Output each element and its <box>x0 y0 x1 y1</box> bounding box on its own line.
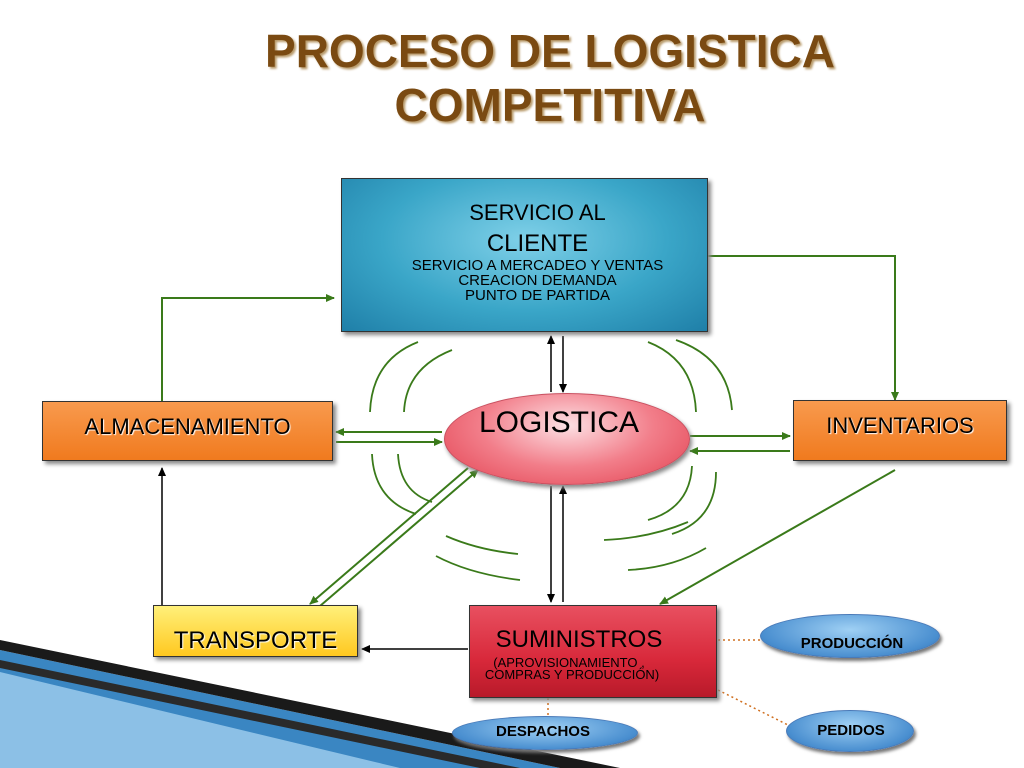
servicio-al-cliente-box <box>341 178 708 332</box>
despachos-label: DESPACHOS <box>496 723 590 740</box>
servicio-sub-line-1: SERVICIO A MERCADEO Y VENTAS <box>411 257 664 274</box>
decorative-arcs <box>369 339 733 581</box>
produccion-label: PRODUCCIÓN <box>800 635 904 652</box>
logistica-ellipse <box>444 393 690 485</box>
servicio-sub-line-2: CREACION DEMANDA <box>458 272 617 289</box>
despachos-ellipse <box>452 716 638 750</box>
pedidos-label: PEDIDOS <box>817 722 885 739</box>
arrow-servicio-inventarios <box>708 255 899 401</box>
almacenamiento-label: ALMACENAMIENTO <box>84 414 291 439</box>
suministros-sub-line-1: (APROVISIONAMIENTO , <box>493 655 645 670</box>
title-line-1: PROCESO DE LOGISTICA <box>265 25 835 77</box>
arrow-inventarios-suministros <box>659 469 896 605</box>
transporte-box <box>153 605 358 657</box>
arrow-almacenamiento-servicio <box>161 294 335 403</box>
servicio-title-line-2: CLIENTE <box>486 230 589 257</box>
servicio-title-line-1: SERVICIO AL <box>469 200 606 225</box>
dotted-suministros-pedidos <box>717 689 791 727</box>
suministros-box <box>469 605 717 698</box>
suministros-sub-line-2: COMPRAS Y PRODUCCIÓN) <box>484 667 660 682</box>
logistica-label: LOGISTICA <box>478 406 640 439</box>
pedidos-ellipse <box>786 710 914 752</box>
produccion-ellipse <box>760 614 940 658</box>
servicio-sub-line-3: PUNTO DE PARTIDA <box>464 287 611 304</box>
suministros-label: SUMINISTROS <box>495 626 663 653</box>
almacenamiento-box <box>42 401 333 461</box>
arrow-logistica-transporte <box>309 467 469 605</box>
transporte-label: TRANSPORTE <box>173 627 338 654</box>
inventarios-label: INVENTARIOS <box>826 413 974 438</box>
title-line-2: COMPETITIVA <box>394 79 706 131</box>
page-title: PROCESO DE LOGISTICA COMPETITIVA <box>200 24 900 132</box>
arrow-transporte-logistica <box>319 469 479 607</box>
inventarios-box <box>793 400 1007 461</box>
